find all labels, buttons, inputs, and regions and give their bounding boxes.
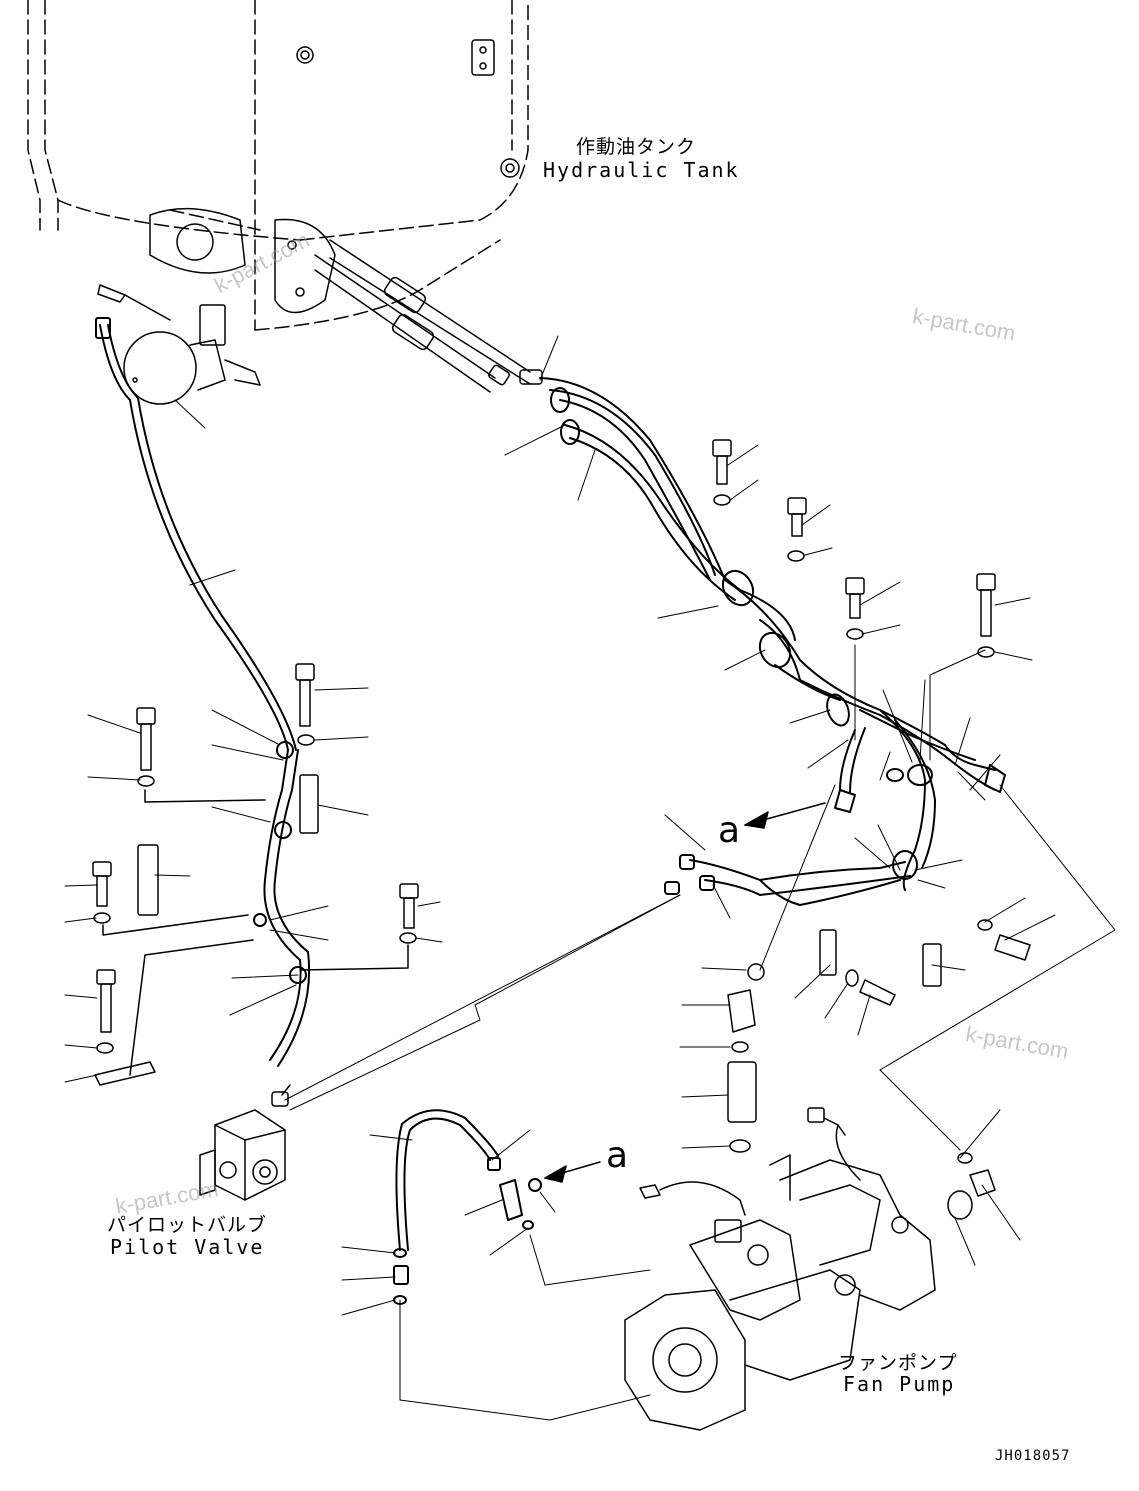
reference-mark-a-upper: a [718,810,741,851]
accumulator [97,284,261,405]
reference-arrows [544,802,826,1183]
fan-pump-label-en: Fan Pump [843,1372,956,1396]
pilot-valve-label-en: Pilot Valve [110,1235,265,1259]
fan-pump [624,1107,996,1431]
part-leaders [64,335,1056,1316]
pilot-valve-label-jp: パイロットバルブ [107,1214,268,1236]
left-pilot-hose [95,317,311,1067]
tank-fittings [149,39,520,314]
pilot-valve [199,1084,291,1201]
hydraulic-tank-label-en: Hydraulic Tank [543,158,740,182]
pilot-return-hose [393,1109,542,1305]
hydraulic-tank [27,0,529,331]
left-hardware [92,663,419,1086]
fan-pump-label-jp: ファンポンプ [838,1352,958,1374]
tank-to-hose-pipes [314,239,543,393]
leader-lines [284,644,1116,1421]
reference-mark-a-lower: a [606,1135,629,1176]
right-hose-bundle [539,377,1006,906]
drawing-code: JH018057 [995,1448,1071,1464]
hydraulic-tank-label-jp: 作動油タンク [576,136,697,158]
